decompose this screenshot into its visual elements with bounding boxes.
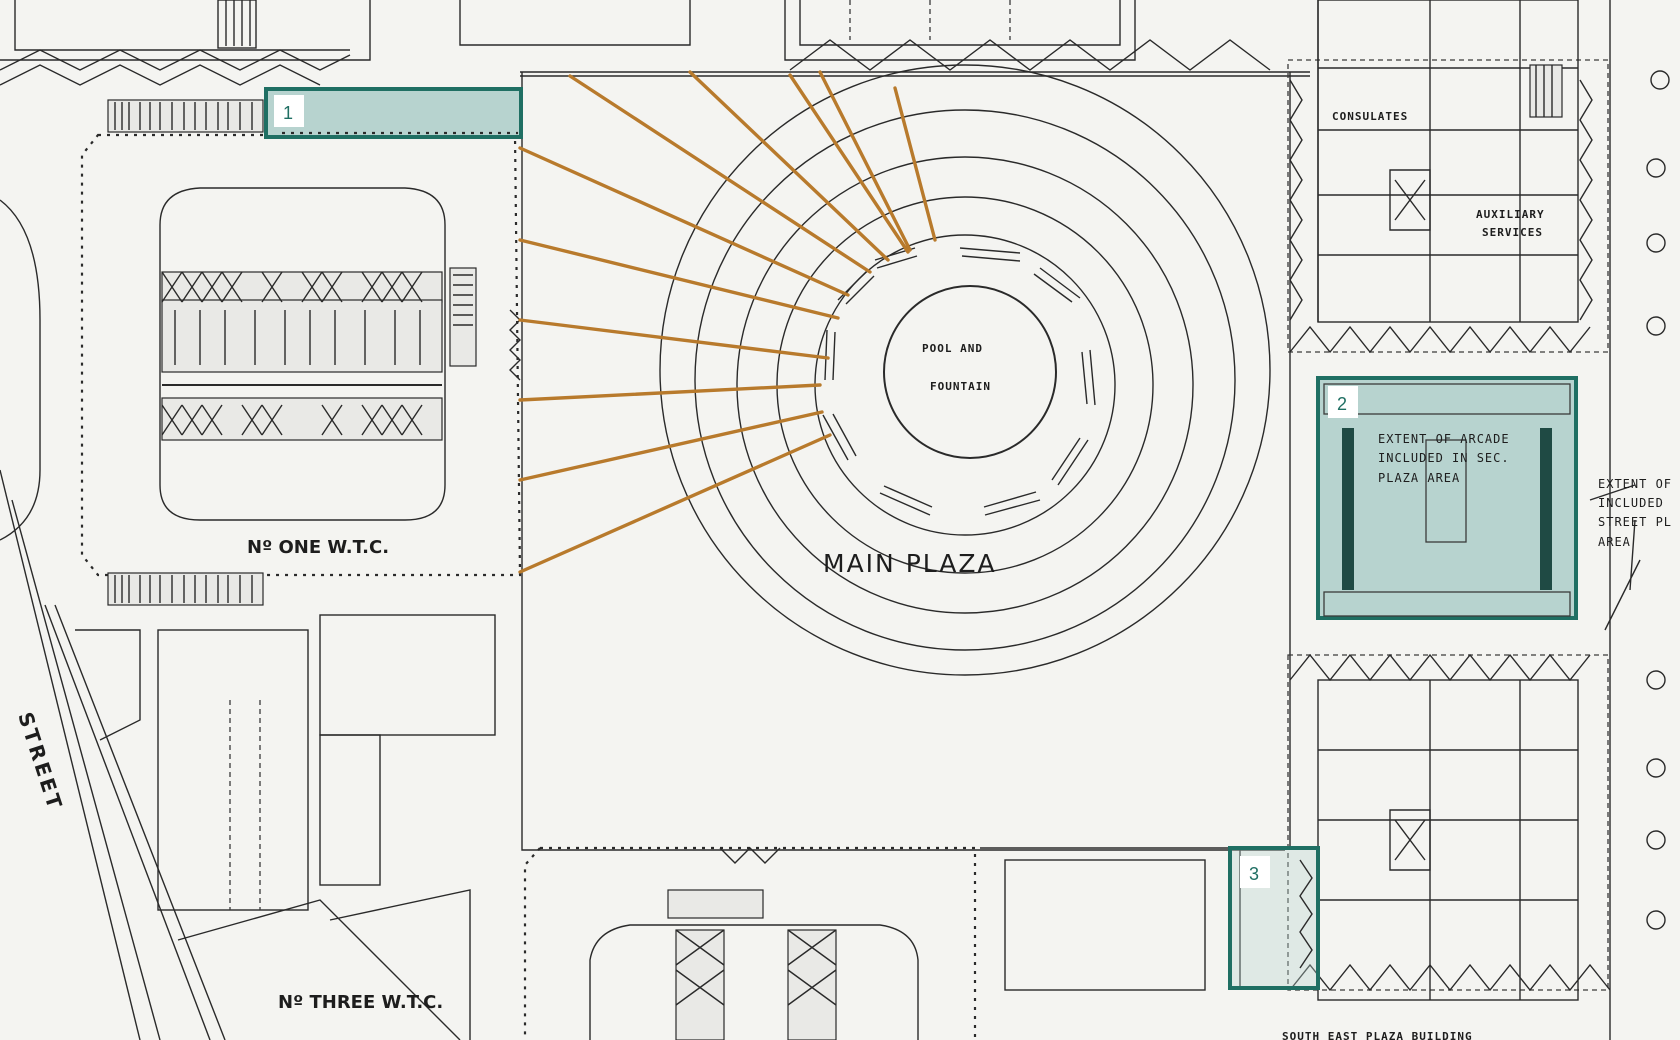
street-note-line-4: AREA [1598, 535, 1631, 549]
street-label: STREET [13, 709, 67, 814]
south-east-plaza-label: SOUTH EAST PLAZA BUILDING [1282, 1030, 1473, 1040]
pool-label: POOL AND [922, 342, 983, 355]
east-buildings [1287, 0, 1670, 1040]
top-buildings [0, 0, 1310, 86]
arcade-note-line-1: EXTENT OF ARCADE [1378, 432, 1510, 446]
one-wtc-label: Nº ONE W.T.C. [247, 537, 389, 558]
highlight-area-3[interactable]: 3 [1228, 846, 1320, 990]
arcade-note-line-3: PLAZA AREA [1378, 471, 1460, 485]
auxiliary-label: AUXILIARY [1476, 208, 1545, 221]
highlight-3-badge [1240, 856, 1270, 888]
plaza-sight-lines [518, 70, 937, 574]
three-wtc-building [523, 846, 1241, 1040]
consulates-label: CONSULATES [1332, 110, 1408, 123]
main-plaza [521, 64, 1291, 851]
highlight-3-number: 3 [1249, 864, 1259, 884]
highlight-1-badge [274, 95, 304, 127]
highlight-1-number: 1 [283, 103, 293, 123]
services-label: SERVICES [1482, 226, 1543, 239]
main-plaza-label: MAIN PLAZA [823, 549, 997, 578]
highlight-2-badge [1328, 386, 1358, 418]
fountain-label: FOUNTAIN [930, 380, 991, 393]
highlight-2-number: 2 [1337, 394, 1347, 414]
street-note-line-3: STREET PL [1598, 515, 1672, 529]
arcade-note-line-2: INCLUDED IN SEC. [1378, 451, 1510, 465]
three-wtc-label: Nº THREE W.T.C. [278, 992, 443, 1013]
one-wtc-building [80, 99, 522, 606]
street-note-line-2: INCLUDED [1598, 496, 1664, 510]
highlight-area-1[interactable]: 1 [264, 87, 523, 139]
highlight-area-2[interactable]: EXTENT OF ARCADE INCLUDED IN SEC. PLAZA … [1316, 376, 1578, 620]
street-note-line-1: EXTENT OF [1598, 477, 1672, 491]
